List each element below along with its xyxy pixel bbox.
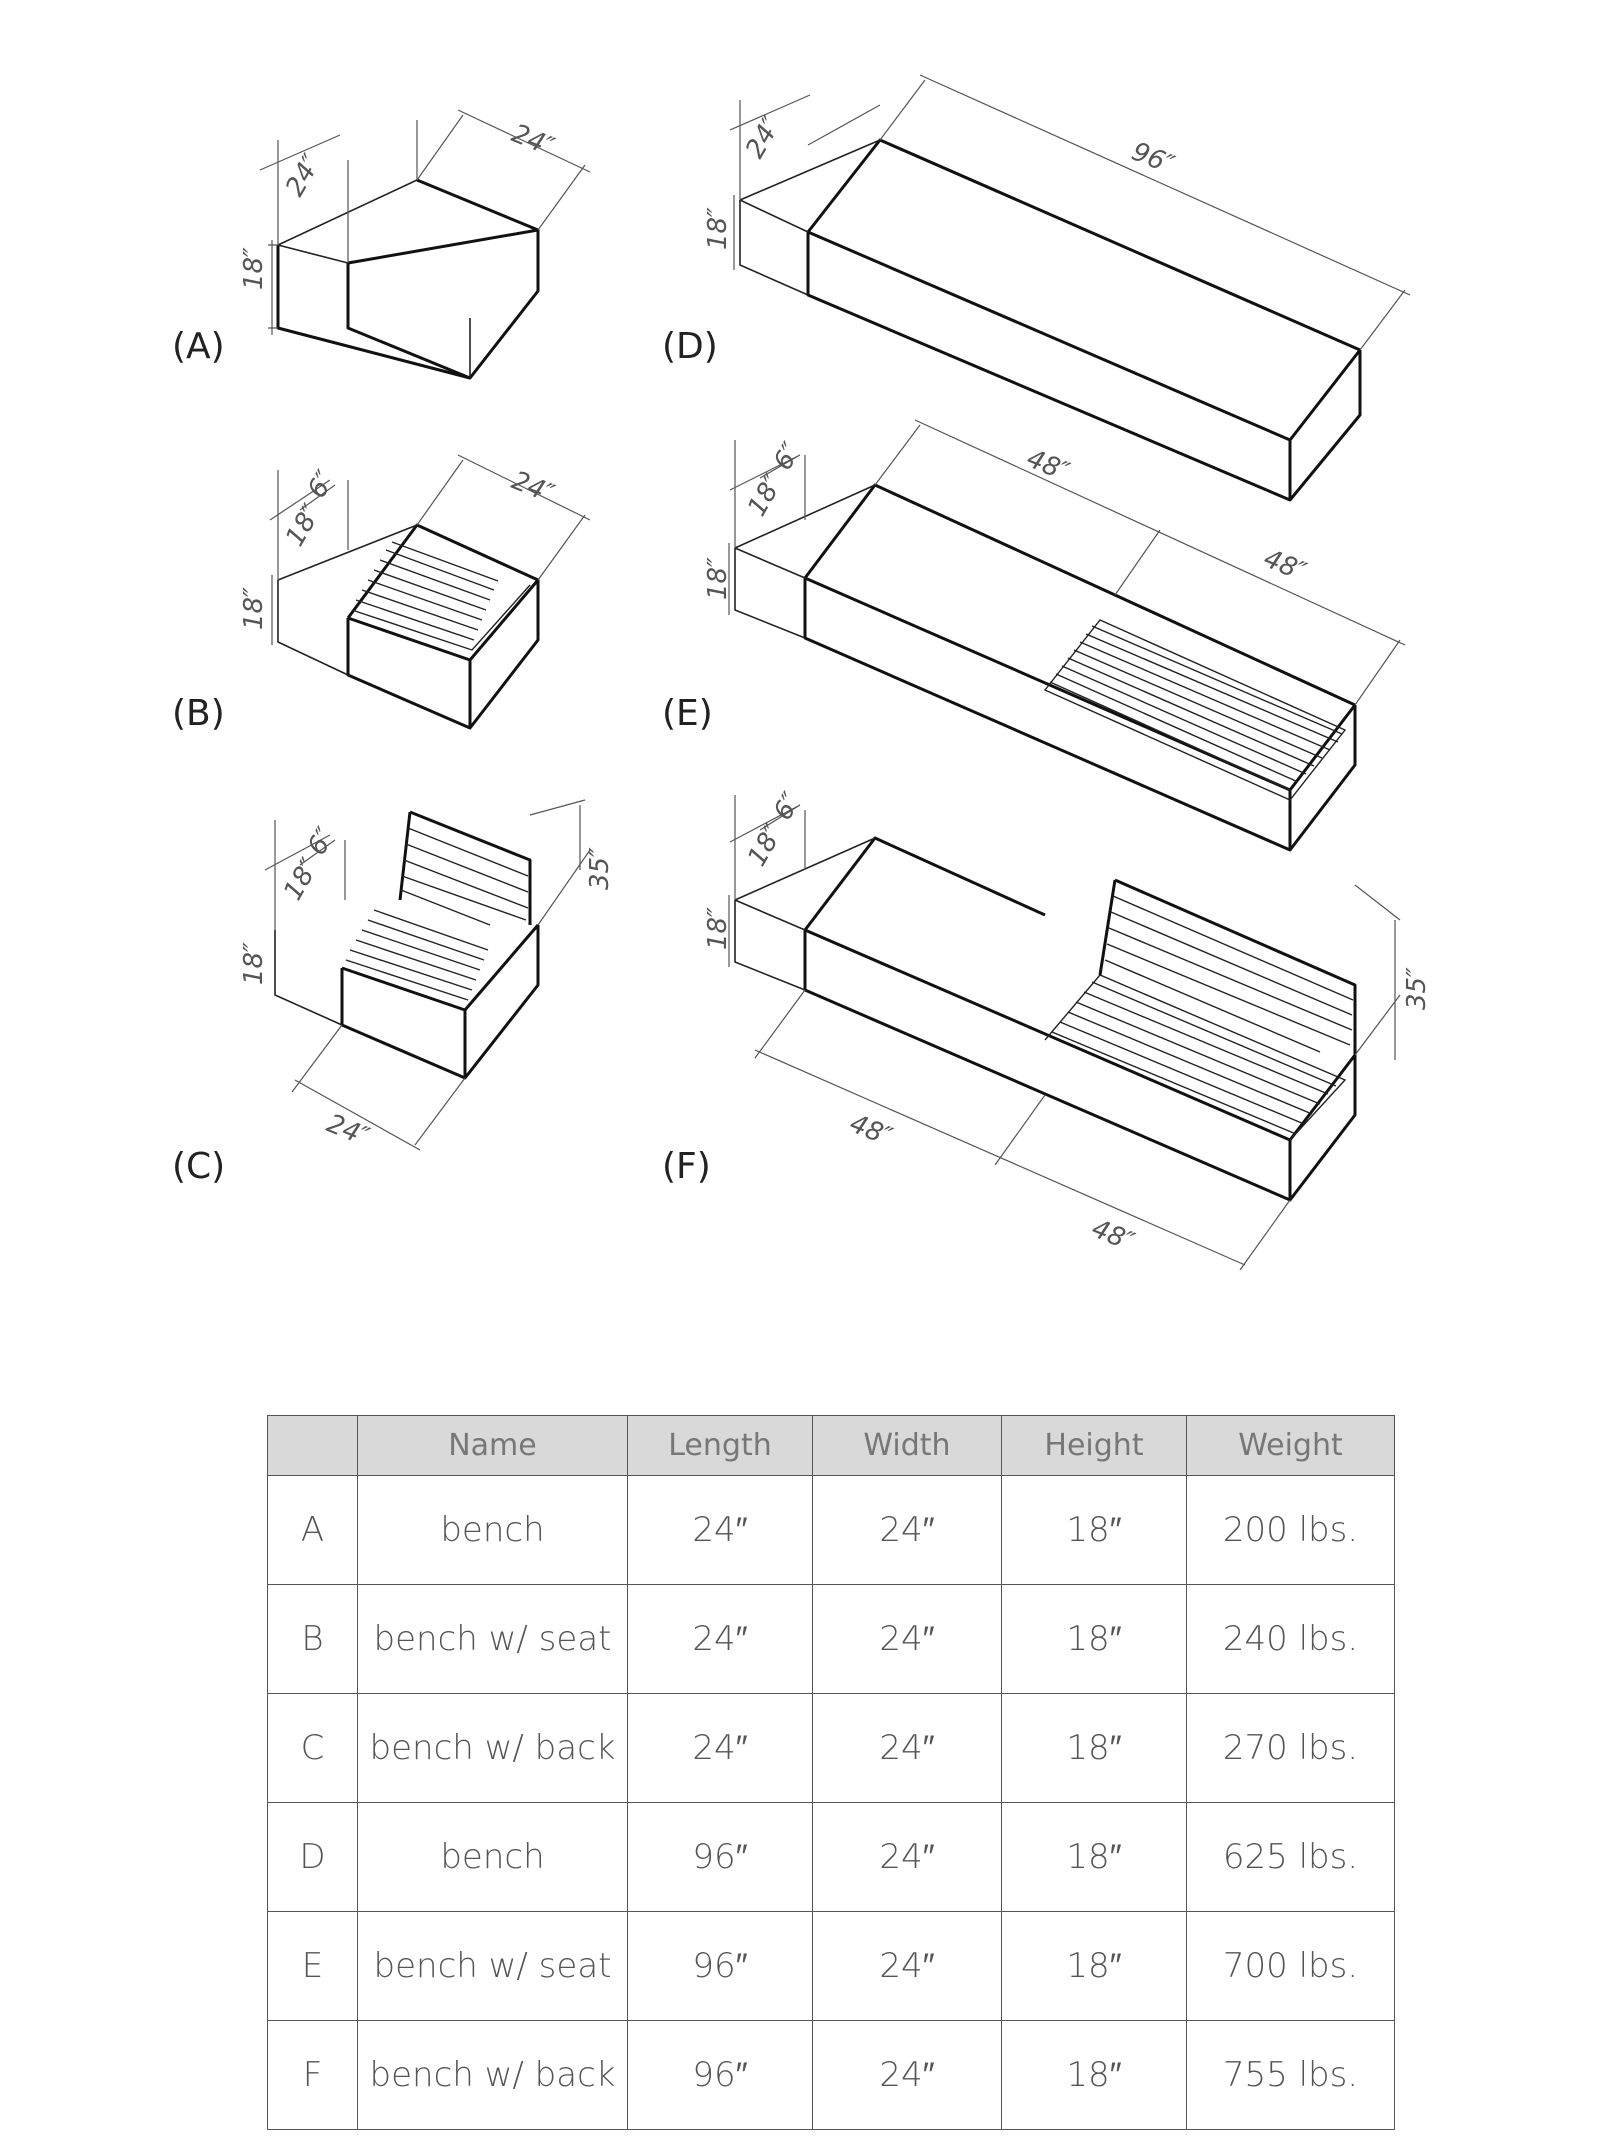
cell-weight: 755 lbs. (1186, 2020, 1395, 2130)
fig-a-label: (A) (172, 326, 225, 367)
header-width: Width (812, 1415, 1002, 1476)
fig-e-dim-length-1: 48″ (1022, 444, 1073, 488)
header-weight: Weight (1186, 1415, 1395, 1476)
table-row: C bench w/ back 24″ 24″ 18″ 270 lbs. (267, 1693, 1395, 1803)
fig-c-dim-seat-depth: 18″ (278, 853, 326, 905)
fig-f-dim-length-2: 48″ (1087, 1214, 1138, 1258)
header-height: Height (1001, 1415, 1187, 1476)
figure-c: 6″ 18″ 18″ 24″ 35″ (C) (172, 799, 615, 1187)
table-row: E bench w/ seat 96″ 24″ 18″ 700 lbs. (267, 1911, 1395, 2021)
fig-a-dim-length: 24″ (507, 119, 558, 163)
fig-b-dim-length: 24″ (507, 466, 558, 510)
figure-e: 6″ 18″ 18″ 48″ 48″ (E) (662, 419, 1406, 852)
fig-c-back-slats (398, 810, 532, 926)
fig-c-dim-total-height: 35″ (585, 847, 615, 890)
fig-c-label: (C) (172, 1146, 225, 1187)
table-row: D bench 96″ 24″ 18″ 625 lbs. (267, 1802, 1395, 1912)
cell-length: 96″ (627, 2020, 813, 2130)
cell-weight: 625 lbs. (1186, 1802, 1395, 1912)
fig-f-dim-6: 6″ (768, 788, 807, 826)
cell-weight: 200 lbs. (1186, 1475, 1395, 1585)
cell-width: 24″ (812, 1911, 1002, 2021)
fig-a-dim-height: 18″ (239, 247, 269, 290)
fig-e-dim-seat-depth: 18″ (742, 469, 790, 521)
table-row: F bench w/ back 96″ 24″ 18″ 755 lbs. (267, 2020, 1395, 2130)
fig-f-label: (F) (662, 1146, 711, 1187)
fig-f-dim-length-1: 48″ (845, 1109, 896, 1153)
fig-d-dim-depth: 24″ (740, 111, 788, 163)
cell-name: bench w/ back (357, 2020, 628, 2130)
cell-weight: 270 lbs. (1186, 1693, 1395, 1803)
fig-f-dim-height: 18″ (703, 907, 733, 950)
fig-f-dim-seat-depth: 18″ (742, 819, 790, 871)
fig-d-dim-length: 96″ (1127, 137, 1178, 181)
cell-name: bench (357, 1475, 628, 1585)
fig-e-seat-slats (1043, 619, 1347, 801)
fig-f-seat-slats (1044, 974, 1347, 1141)
cell-length: 24″ (627, 1584, 813, 1694)
cell-name: bench w/ back (357, 1693, 628, 1803)
cell-width: 24″ (812, 1802, 1002, 1912)
fig-f-dim-total-height: 35″ (1402, 967, 1432, 1010)
cell-width: 24″ (812, 1475, 1002, 1585)
cell-height: 18″ (1001, 1693, 1187, 1803)
cell-name: bench w/ seat (357, 1911, 628, 2021)
cell-name: bench (357, 1802, 628, 1912)
bench-drawings: 24″ 24″ 18″ (A) 6″ 18″ 18″ 24″ (B) (172, 74, 1432, 1271)
fig-c-dim-6: 6″ (302, 823, 341, 861)
fig-c-dim-height: 18″ (239, 942, 269, 985)
table-row: A bench 24″ 24″ 18″ 200 lbs. (267, 1475, 1395, 1585)
cell-weight: 700 lbs. (1186, 1911, 1395, 2021)
fig-b-dim-6: 6″ (302, 466, 341, 504)
cell-height: 18″ (1001, 1911, 1187, 2021)
cell-id: A (267, 1475, 358, 1585)
table-header-row: Name Length Width Height Weight (267, 1415, 1395, 1476)
cell-length: 96″ (627, 1802, 813, 1912)
header-id (267, 1415, 358, 1476)
fig-b-dim-height: 18″ (239, 587, 269, 630)
cell-height: 18″ (1001, 2020, 1187, 2130)
fig-d-label: (D) (662, 326, 718, 367)
fig-e-dim-height: 18″ (703, 557, 733, 600)
header-name: Name (357, 1415, 628, 1476)
spec-table: Name Length Width Height Weight A bench … (267, 1415, 1395, 2130)
cell-width: 24″ (812, 2020, 1002, 2130)
cell-height: 18″ (1001, 1802, 1187, 1912)
figure-d: 24″ 18″ 96″ (D) (662, 74, 1411, 502)
cell-id: B (267, 1584, 358, 1694)
cell-length: 24″ (627, 1693, 813, 1803)
fig-c-dim-length: 24″ (322, 1109, 373, 1153)
cell-id: E (267, 1911, 358, 2021)
cell-width: 24″ (812, 1693, 1002, 1803)
fig-d-dim-height: 18″ (703, 207, 733, 250)
figure-b: 6″ 18″ 18″ 24″ (B) (172, 454, 591, 734)
figure-f: 6″ 18″ 18″ 48″ 48″ 35″ (F) (662, 788, 1432, 1271)
table-row: B bench w/ seat 24″ 24″ 18″ 240 lbs. (267, 1584, 1395, 1694)
cell-id: D (267, 1802, 358, 1912)
fig-f-back-slats (1098, 878, 1357, 1055)
cell-height: 18″ (1001, 1475, 1187, 1585)
fig-e-label: (E) (662, 693, 713, 734)
fig-b-dim-seat-depth: 18″ (280, 499, 328, 551)
cell-length: 24″ (627, 1475, 813, 1585)
figure-a: 24″ 24″ 18″ (A) (172, 109, 591, 380)
cell-id: F (267, 2020, 358, 2130)
cell-name: bench w/ seat (357, 1584, 628, 1694)
fig-b-label: (B) (172, 693, 225, 734)
fig-b-seat-slats (351, 541, 531, 651)
fig-c-seat-slats (345, 909, 489, 1001)
cell-id: C (267, 1693, 358, 1803)
cell-width: 24″ (812, 1584, 1002, 1694)
header-length: Length (627, 1415, 813, 1476)
cell-height: 18″ (1001, 1584, 1187, 1694)
cell-length: 96″ (627, 1911, 813, 2021)
fig-a-dim-depth: 24″ (280, 149, 328, 201)
cell-weight: 240 lbs. (1186, 1584, 1395, 1694)
